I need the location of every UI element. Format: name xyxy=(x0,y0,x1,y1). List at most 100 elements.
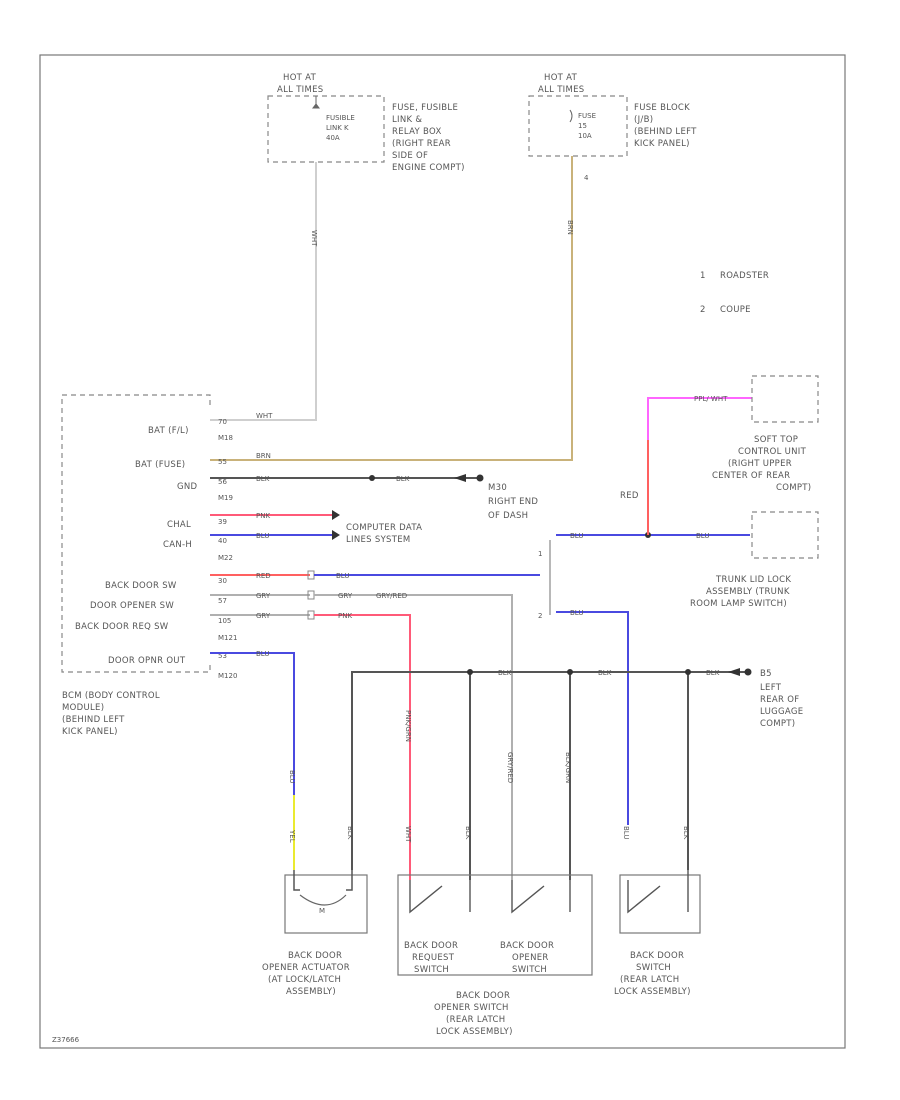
fuse-amp: 10A xyxy=(578,132,592,140)
bus-wire-1: BLK xyxy=(498,669,512,677)
actuator-label-3: (AT LOCK/LATCH xyxy=(268,975,341,985)
option-2-label: 2 xyxy=(538,612,542,620)
opener-group-label-4: LOCK ASSEMBLY) xyxy=(436,1027,513,1037)
request-sw-label-3: SWITCH xyxy=(414,965,449,975)
bcm-pinnum-9: 53 xyxy=(218,652,227,660)
bcm-pinnum-6: 30 xyxy=(218,577,227,585)
bcm-pinnum-2: 55 xyxy=(218,458,227,466)
request-sw-label-2: REQUEST xyxy=(412,953,455,963)
fuse-box xyxy=(528,95,628,157)
splice-dot-3 xyxy=(685,669,691,675)
opener-group-label-1: BACK DOOR xyxy=(456,991,510,1001)
softtop-label-1: SOFT TOP xyxy=(754,435,798,445)
hot-label-2a: HOT AT xyxy=(544,73,578,83)
legend-text-1: ROADSTER xyxy=(720,271,769,281)
wire-pnk-req-switch xyxy=(314,614,411,880)
softtop-label-5: COMPT) xyxy=(776,483,811,493)
fusible-loc-5: SIDE OF xyxy=(392,151,428,161)
fusible-loc-1: FUSE, FUSIBLE xyxy=(392,103,458,113)
bcm-pin-back-door-sw: BACK DOOR SW xyxy=(105,581,177,591)
opener-sw-label-2: OPENER xyxy=(512,953,549,963)
legend-text-2: COUPE xyxy=(720,305,751,315)
trunk-label-3: ROOM LAMP SWITCH) xyxy=(690,599,787,609)
hot-label-1b: ALL TIMES xyxy=(277,85,324,95)
bcm-conn-m121: M121 xyxy=(218,634,237,642)
bcm-pin-canh: CAN-H xyxy=(163,540,192,550)
bcm-wire-blk: BLK xyxy=(256,475,270,483)
bcm-wire-blu: BLU xyxy=(256,532,269,540)
wire-blu-opnr-out xyxy=(210,652,295,795)
legend-num-2: 2 xyxy=(700,305,706,315)
wire-blu-back-door-switch xyxy=(556,611,629,825)
trunk-gry-red: GRY/RED xyxy=(376,592,407,600)
fuse-loc-3: (BEHIND LEFT xyxy=(634,127,697,137)
vlabel-blk-3: BLK xyxy=(682,826,690,840)
bcm-caption-2: MODULE) xyxy=(62,703,104,713)
bcm-conn-m19: M19 xyxy=(218,494,233,502)
bcm-pinnum-1: 70 xyxy=(218,418,227,426)
actuator-box xyxy=(284,874,368,934)
vlabel-blk-2: BLK xyxy=(464,826,472,840)
trunk-option2-wire: BLU xyxy=(570,609,583,617)
bcm-pin-door-opener-sw: DOOR OPENER SW xyxy=(90,601,174,611)
fusible-loc-4: (RIGHT REAR xyxy=(392,139,451,149)
bds-label-1: BACK DOOR xyxy=(630,951,684,961)
gnd1-label-1: RIGHT END xyxy=(488,497,538,507)
can-arrow-1 xyxy=(332,510,340,520)
splice-dot-1 xyxy=(467,669,473,675)
fuse-name: FUSE xyxy=(578,112,596,120)
motor-icon xyxy=(299,894,347,906)
wire-blk-ground-bus xyxy=(351,671,745,870)
vlabel-gry-red: GRY/RED xyxy=(506,752,514,783)
fusible-link-group: HOT AT ALL TIMES FUSIBLE LINK K 40A FUSE… xyxy=(267,73,464,173)
can-label-2: LINES SYSTEM xyxy=(346,535,411,545)
gnd-terminal-m30 xyxy=(476,474,484,482)
softtop-wire-ppl: PPL/ WHT xyxy=(694,395,728,403)
legend: 1 ROADSTER 2 COUPE xyxy=(700,271,769,315)
gnd1-wire-label: BLK xyxy=(396,475,410,483)
bcm-caption-3: (BEHIND LEFT xyxy=(62,715,125,725)
opener-sw-label-1: BACK DOOR xyxy=(500,941,554,951)
trunk-wire-blu-2: BLU xyxy=(570,532,583,540)
hot-label-1a: HOT AT xyxy=(283,73,317,83)
bcm-conn-m120: M120 xyxy=(218,672,237,680)
opener-switch-icon xyxy=(511,880,571,914)
softtop-label-3: (RIGHT UPPER xyxy=(728,459,792,469)
splice-dot-2 xyxy=(567,669,573,675)
softtop-label-4: CENTER OF REAR xyxy=(712,471,790,481)
hot-label-2b: ALL TIMES xyxy=(538,85,585,95)
wire-wht-bat-fl xyxy=(210,162,317,421)
can-label-1: COMPUTER DATA xyxy=(346,523,422,533)
trunk-label-1: TRUNK LID LOCK xyxy=(715,575,791,585)
opener-sw-label-3: SWITCH xyxy=(512,965,547,975)
fusible-amp: 40A xyxy=(326,134,340,142)
fusible-box xyxy=(267,95,385,163)
bcm-wire-pnk: PNK xyxy=(256,512,270,520)
gnd2-label-4: COMPT) xyxy=(760,719,795,729)
bds-label-3: (REAR LATCH xyxy=(620,975,679,985)
vlabel-blu: BLU xyxy=(622,826,630,839)
bcm-pin-gnd: GND xyxy=(177,482,198,492)
bcm-wire-red: RED xyxy=(256,572,271,580)
bcm-caption-1: BCM (BODY CONTROL xyxy=(62,691,160,701)
back-door-opener-actuator: M BACK DOOR OPENER ACTUATOR (AT LOCK/LAT… xyxy=(262,870,368,997)
gnd2-id: B5 xyxy=(760,669,772,679)
gnd1-label-2: OF DASH xyxy=(488,511,528,521)
bcm-wire-gry: GRY xyxy=(256,592,271,600)
gnd-splice-dot xyxy=(369,475,375,481)
bcm-wire-pnk2: PNK xyxy=(338,612,352,620)
back-door-opener-switch-group: BACK DOOR REQUEST SWITCH BACK DOOR OPENE… xyxy=(397,874,593,1037)
request-sw-label-1: BACK DOOR xyxy=(404,941,458,951)
diagram-code: Z37666 xyxy=(52,1036,80,1044)
opener-group-label-3: (REAR LATCH xyxy=(446,1015,505,1025)
bcm-wire-gry2: GRY xyxy=(256,612,271,620)
wire-label-yel-actuator: YEL xyxy=(288,829,296,843)
fuse-num: 15 xyxy=(578,122,587,130)
can-arrow-2 xyxy=(332,530,340,540)
bcm-pinnum-4: 39 xyxy=(218,518,227,526)
fuse-loc-4: KICK PANEL) xyxy=(634,139,690,149)
vlabel-pnk-grn: PNK/GRN xyxy=(404,710,412,742)
wire-gry-opener-switch xyxy=(314,594,513,880)
bcm-pinnum-5: 40 xyxy=(218,537,227,545)
